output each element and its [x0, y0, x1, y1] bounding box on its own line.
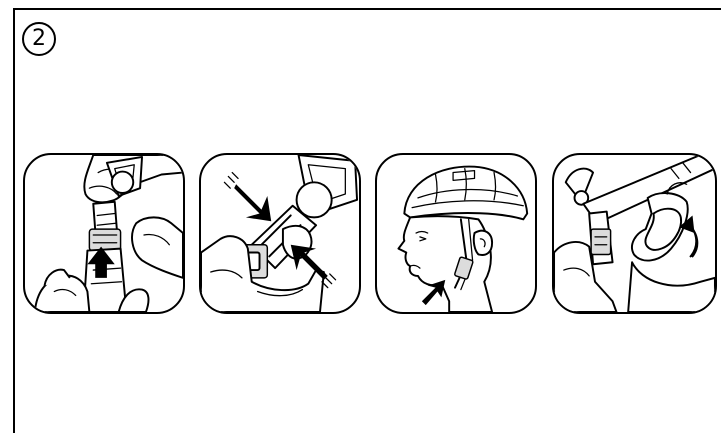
panel-buckle-push	[23, 153, 185, 314]
step-number: 2	[32, 28, 46, 50]
panel-helmet-chin-strap	[375, 153, 537, 314]
buckle-push-icon	[25, 155, 183, 312]
strap-loop-icon	[554, 155, 715, 312]
buckle-squeeze-icon	[201, 155, 359, 312]
panel-buckle-squeeze	[199, 153, 361, 314]
helmet-chin-strap-icon	[377, 155, 535, 312]
step-number-badge: 2	[22, 22, 56, 56]
panel-strap-loop	[552, 153, 717, 314]
